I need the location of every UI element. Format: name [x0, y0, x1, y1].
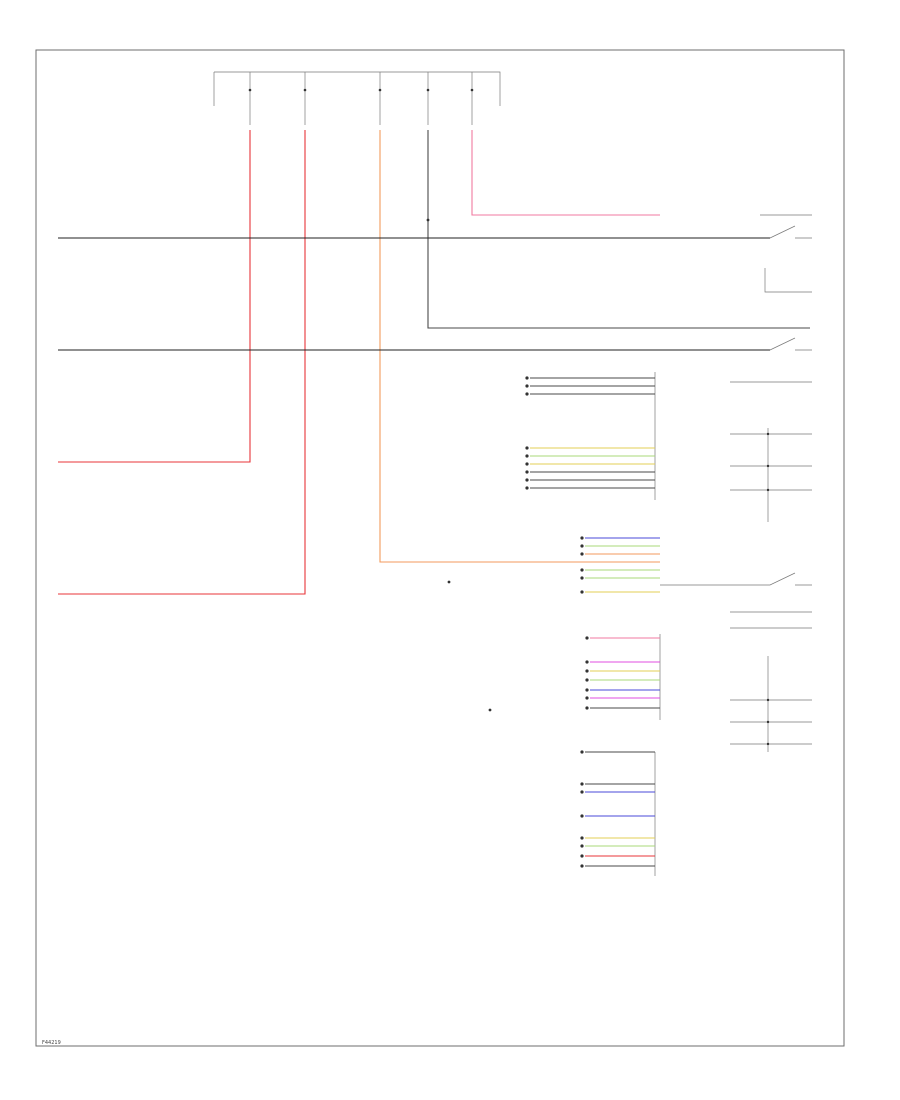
wire-pink	[471, 130, 660, 216]
wire-orange	[379, 130, 660, 563]
wire-stub	[525, 454, 655, 458]
wire-stub	[580, 790, 655, 794]
connector-stack-5	[580, 750, 656, 876]
splice-dot	[488, 708, 492, 712]
switch-group-3	[730, 428, 812, 522]
wire-stub	[585, 660, 660, 664]
wire-stub	[525, 392, 655, 396]
switch-group-2	[730, 337, 812, 383]
switch-group-4	[660, 572, 812, 629]
wire-stub	[525, 384, 655, 388]
connector-stack-4	[585, 634, 661, 720]
splice-dot	[426, 218, 430, 222]
splice-dot	[447, 580, 451, 584]
wire-stub	[585, 636, 660, 640]
wire-stub	[580, 544, 660, 548]
wire-stub	[525, 470, 655, 474]
wire-stub	[580, 864, 655, 868]
wire-stub	[580, 844, 655, 848]
wire-stub	[580, 854, 655, 858]
wire-stub	[525, 376, 655, 380]
wire-gray	[427, 130, 810, 329]
wire-stub	[525, 478, 655, 482]
wire-stub	[525, 462, 655, 466]
wire-stub	[580, 552, 660, 556]
fuse-column-4	[426, 72, 430, 125]
wire-stub	[585, 696, 660, 700]
switch-group-5	[730, 656, 812, 752]
wire-stub	[580, 814, 655, 818]
wire-stub	[580, 590, 660, 594]
wire-stub	[525, 446, 655, 450]
connector-stack-2	[525, 446, 655, 490]
fuse-column-3	[378, 72, 382, 125]
wire-stub	[580, 836, 655, 840]
footer-code: F44219	[42, 1040, 61, 1046]
wire-stub	[525, 486, 655, 490]
wire-stub	[580, 576, 660, 580]
connector-stack-1	[525, 372, 656, 500]
wire-red-1	[58, 130, 251, 463]
switch-group-1	[760, 214, 812, 293]
wire-stub	[585, 669, 660, 673]
wire-stub	[580, 536, 660, 540]
wire-red-2	[58, 130, 306, 595]
fuse-column-1	[248, 72, 252, 125]
connector-stack-3	[580, 536, 660, 594]
fuse-column-5	[470, 72, 474, 125]
wire-stub	[585, 706, 660, 710]
diagram-frame	[35, 49, 845, 1047]
wire-stub	[585, 688, 660, 692]
wire-stub	[580, 750, 655, 754]
wire-stub	[580, 568, 660, 572]
fuse-block	[213, 71, 501, 125]
wire-stub	[585, 678, 660, 682]
fuse-column-2	[303, 72, 307, 125]
wire-stub	[580, 782, 655, 786]
